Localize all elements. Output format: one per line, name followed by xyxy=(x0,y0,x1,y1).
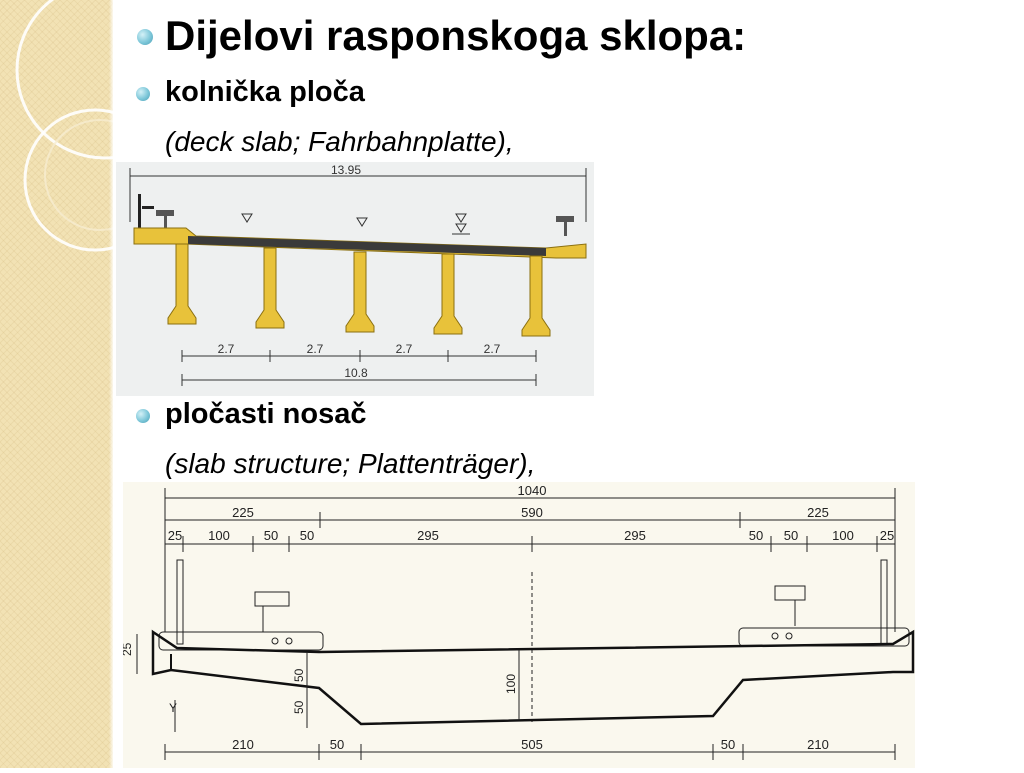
svg-text:295: 295 xyxy=(624,528,646,543)
svg-text:225: 225 xyxy=(232,505,254,520)
barrier xyxy=(556,216,574,222)
svg-text:505: 505 xyxy=(521,737,543,752)
railing xyxy=(138,194,141,236)
svg-text:100: 100 xyxy=(208,528,230,543)
item-bullet xyxy=(136,87,150,101)
item-bullet xyxy=(136,409,150,423)
svg-text:50: 50 xyxy=(300,528,314,543)
svg-text:100: 100 xyxy=(504,674,518,694)
svg-text:100: 100 xyxy=(832,528,854,543)
item-sublabel: (deck slab; Fahrbahnplatte), xyxy=(165,126,514,157)
svg-text:225: 225 xyxy=(807,505,829,520)
slab-structure-cross-section: 25 50 50 100 Y 1040 225 590 225 25 100 5… xyxy=(120,482,915,768)
svg-text:25: 25 xyxy=(880,528,894,543)
svg-text:10.8: 10.8 xyxy=(344,366,368,380)
dimension-label: 13.95 xyxy=(331,163,361,177)
svg-text:210: 210 xyxy=(232,737,254,752)
svg-text:50: 50 xyxy=(721,737,735,752)
svg-text:50: 50 xyxy=(330,737,344,752)
svg-text:25: 25 xyxy=(168,528,182,543)
decorative-side-strip xyxy=(0,0,113,768)
svg-text:50: 50 xyxy=(784,528,798,543)
svg-text:50: 50 xyxy=(292,668,306,682)
girders xyxy=(167,243,551,337)
slab-body xyxy=(151,629,915,726)
decorative-circles xyxy=(15,0,113,252)
item-sublabel: (slab structure; Plattenträger), xyxy=(165,448,536,479)
svg-text:50: 50 xyxy=(292,700,306,714)
title-bullet xyxy=(137,29,153,45)
svg-text:2.7: 2.7 xyxy=(484,342,501,356)
svg-text:2.7: 2.7 xyxy=(218,342,235,356)
slide-title: Dijelovi rasponskoga sklopa: xyxy=(165,12,747,59)
deck-slab-cross-section: 13.95 2.7 2.7 2.7 xyxy=(116,162,594,396)
svg-text:25: 25 xyxy=(123,642,134,656)
svg-text:2.7: 2.7 xyxy=(307,342,324,356)
svg-text:Y: Y xyxy=(169,701,177,715)
svg-text:295: 295 xyxy=(417,528,439,543)
svg-text:210: 210 xyxy=(807,737,829,752)
svg-text:590: 590 xyxy=(521,505,543,520)
svg-text:50: 50 xyxy=(264,528,278,543)
svg-text:50: 50 xyxy=(749,528,763,543)
svg-text:2.7: 2.7 xyxy=(396,342,413,356)
svg-text:1040: 1040 xyxy=(518,483,547,498)
item-label: pločasti nosač xyxy=(165,398,367,430)
item-label: kolnička ploča xyxy=(165,76,365,108)
